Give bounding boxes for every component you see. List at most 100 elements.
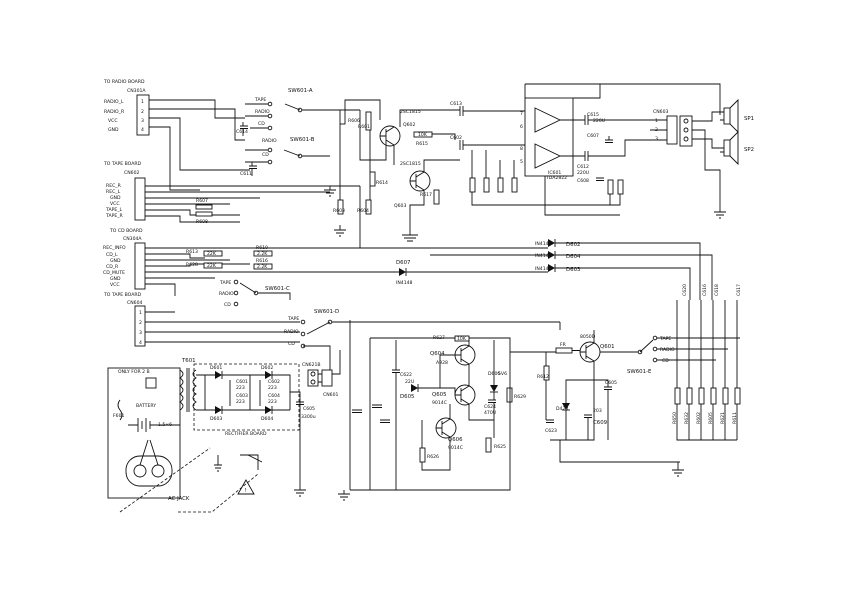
svg-text:8: 8 xyxy=(520,146,523,152)
sw601-e-pos: CD xyxy=(662,358,669,364)
svg-text:C617: C617 xyxy=(736,284,742,296)
transistor-q605: Q605 9014C xyxy=(432,384,476,406)
input-power-block: ONLY FOR 2 B BATTERY 1.5×6 F601 AC JACK xyxy=(107,367,190,502)
diode-d605: D605 xyxy=(400,384,419,400)
cn604-name: CN604 xyxy=(127,300,142,306)
cn304a-pin-label: CD_MUTE xyxy=(103,270,125,276)
connector-wires xyxy=(145,99,390,343)
resistor-r612: R612 xyxy=(537,365,550,381)
svg-text:5: 5 xyxy=(520,159,523,165)
svg-text:C618: C618 xyxy=(714,284,720,296)
svg-text:C611: C611 xyxy=(240,171,252,177)
sw601-b-label: SW601-B xyxy=(290,137,315,143)
sw601-c-label: SW601-C xyxy=(265,286,290,292)
svg-text:IN4148: IN4148 xyxy=(396,280,413,286)
dashed-links xyxy=(119,447,259,513)
svg-text:1: 1 xyxy=(655,118,658,124)
resistor-r607: R607 xyxy=(195,198,213,210)
svg-text:CN603: CN603 xyxy=(653,109,668,115)
resistor-bank: R650 R632 R602 R605 R621 R611 xyxy=(672,300,741,441)
ic601-amplifier: IC601 TDA2822 7 6 8 5 xyxy=(520,97,574,181)
svg-text:3: 3 xyxy=(655,136,658,142)
svg-text:R617: R617 xyxy=(420,192,432,198)
svg-text:R650: R650 xyxy=(672,412,678,424)
svg-text:C608: C608 xyxy=(577,178,589,184)
svg-text:R605: R605 xyxy=(708,412,714,424)
svg-text:CN601: CN601 xyxy=(323,392,338,398)
svg-text:C605: C605 xyxy=(303,406,315,412)
cn301a-pin-label: RADIO_R xyxy=(104,109,125,115)
svg-text:470U: 470U xyxy=(484,410,496,416)
transistor-q601: 8050D Q601 xyxy=(579,334,615,363)
svg-text:C601: C601 xyxy=(236,379,248,385)
resistor-r613: R613 22K xyxy=(186,249,223,257)
resistor-r617: R617 xyxy=(420,189,440,205)
svg-text:R602: R602 xyxy=(696,412,702,424)
svg-text:!: ! xyxy=(245,488,247,494)
svg-text:R608: R608 xyxy=(196,219,208,225)
svg-text:Q603: Q603 xyxy=(394,203,406,209)
svg-text:R601: R601 xyxy=(358,124,370,130)
cn301a-pin-number: 1 xyxy=(141,99,144,105)
capacitor-c622: C622 22U xyxy=(392,369,414,385)
svg-text:R632: R632 xyxy=(684,412,690,424)
connector-cn603: CN603 1 2 3 xyxy=(653,109,693,147)
diode-d606: D606 5V6 xyxy=(488,371,507,393)
diode-d420: D420 xyxy=(556,403,570,412)
svg-text:2.2K: 2.2K xyxy=(257,264,268,270)
svg-text:D603: D603 xyxy=(566,267,580,273)
svg-text:TDA2822: TDA2822 xyxy=(545,175,567,181)
svg-text:Q606: Q606 xyxy=(448,437,463,443)
cn301a-pin-labels: RADIO_L RADIO_R VCC GND 1 2 3 4 xyxy=(104,99,144,133)
svg-text:R603: R603 xyxy=(333,208,345,214)
svg-text:Q604: Q604 xyxy=(430,351,445,357)
cn604-pin-number: 4 xyxy=(139,340,142,346)
resistor-r603: R603 xyxy=(333,199,345,215)
capacitor-c624: C624 470U xyxy=(484,399,496,416)
switch-sw601-a: SW601-A TAPE RADIO CD xyxy=(245,88,360,131)
sw601-a-pos: RADIO xyxy=(255,109,270,115)
sw601-e-pos: RADIO xyxy=(660,347,675,353)
resistor-r601: R601 xyxy=(358,111,372,131)
svg-text:C609: C609 xyxy=(593,420,608,426)
cn301a-pin-number: 3 xyxy=(141,118,144,124)
svg-text:220U: 220U xyxy=(593,118,605,124)
only-for-label: ONLY FOR 2 B xyxy=(118,369,150,375)
svg-text:R625: R625 xyxy=(494,444,506,450)
ac-jack-label: AC JACK xyxy=(168,496,190,502)
sw601-e-label: SW601-E xyxy=(627,369,652,375)
capacitor-c607: C607 xyxy=(587,133,613,143)
resistor-r629: R629 xyxy=(506,387,526,403)
svg-text:2.2K: 2.2K xyxy=(257,251,268,257)
resistor-r626: R626 xyxy=(419,447,439,463)
svg-text:C613: C613 xyxy=(450,101,462,107)
svg-text:R621: R621 xyxy=(720,412,726,424)
svg-text:SP2: SP2 xyxy=(744,147,754,153)
svg-text:D602: D602 xyxy=(566,242,580,248)
capacitor-c613: C613 xyxy=(450,101,464,116)
capacitor-c609: 203 C609 xyxy=(584,408,608,426)
svg-text:IC601: IC601 xyxy=(548,170,561,176)
svg-text:Q601: Q601 xyxy=(600,344,615,350)
svg-text:FR: FR xyxy=(560,342,567,348)
resistor-r604: R604 xyxy=(357,199,372,215)
diode-rail-wires xyxy=(359,186,713,300)
resistor-r625: R625 xyxy=(485,437,506,453)
diode-d602: IN4148 D602 xyxy=(535,239,580,248)
tape-board-label: TO TAPE BOARD xyxy=(103,161,142,167)
svg-text:D420: D420 xyxy=(556,406,568,412)
svg-text:D604: D604 xyxy=(566,254,581,260)
transistor-q603: 2SC1815 Q603 xyxy=(394,161,431,209)
cn304a-pin-label: CD_L xyxy=(106,252,118,258)
svg-text:IN4148: IN4148 xyxy=(535,266,552,272)
svg-text:R612: R612 xyxy=(537,374,549,380)
resistor-r628: R628 22K xyxy=(186,262,223,269)
q601-wires xyxy=(510,330,684,477)
svg-text:R606: R606 xyxy=(348,118,360,124)
capacitor-c611: C611 xyxy=(240,162,257,177)
svg-text:IN4148: IN4148 xyxy=(535,241,552,247)
svg-text:D603: D603 xyxy=(210,416,222,422)
capacitor-c605-stage: C605 xyxy=(604,380,617,390)
decoupling-network xyxy=(469,150,624,216)
transistor-q602: 2SC1815 Q602 xyxy=(379,109,421,147)
